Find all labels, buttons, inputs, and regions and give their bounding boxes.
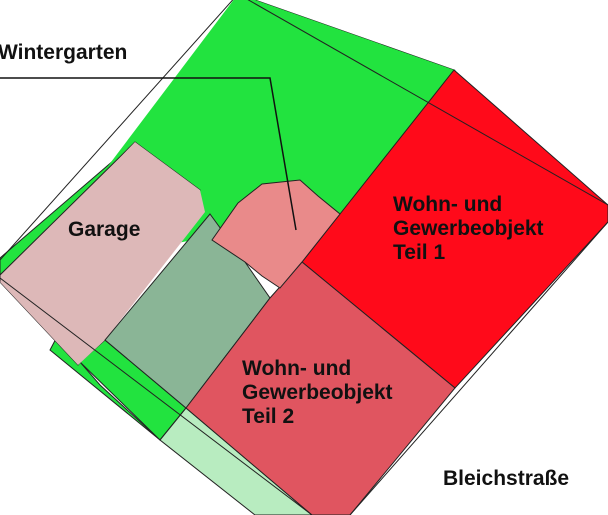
teil2-label-line3: Teil 2	[242, 405, 295, 428]
teil2-label-line1: Wohn- und	[242, 357, 352, 380]
teil1-label: Wohn- und Gewerbeobjekt Teil 1	[393, 193, 544, 265]
teil2-area	[185, 261, 456, 515]
street-label: Bleichstraße	[443, 467, 570, 490]
path-strip	[159, 407, 313, 515]
teil2-label: Wohn- und Gewerbeobjekt Teil 2	[242, 357, 393, 429]
wintergarten-callout-line	[0, 77, 297, 231]
teil1-label-line2: Gewerbeobjekt	[393, 217, 544, 240]
garage-area-fill	[0, 142, 205, 365]
teil1-label-line3: Teil 1	[393, 241, 446, 264]
teil2-label-line2: Gewerbeobjekt	[242, 381, 393, 404]
wintergarten-label: Wintergarten	[0, 41, 128, 64]
teil1-label-line1: Wohn- und	[393, 193, 503, 216]
garage-label: Garage	[68, 218, 141, 241]
